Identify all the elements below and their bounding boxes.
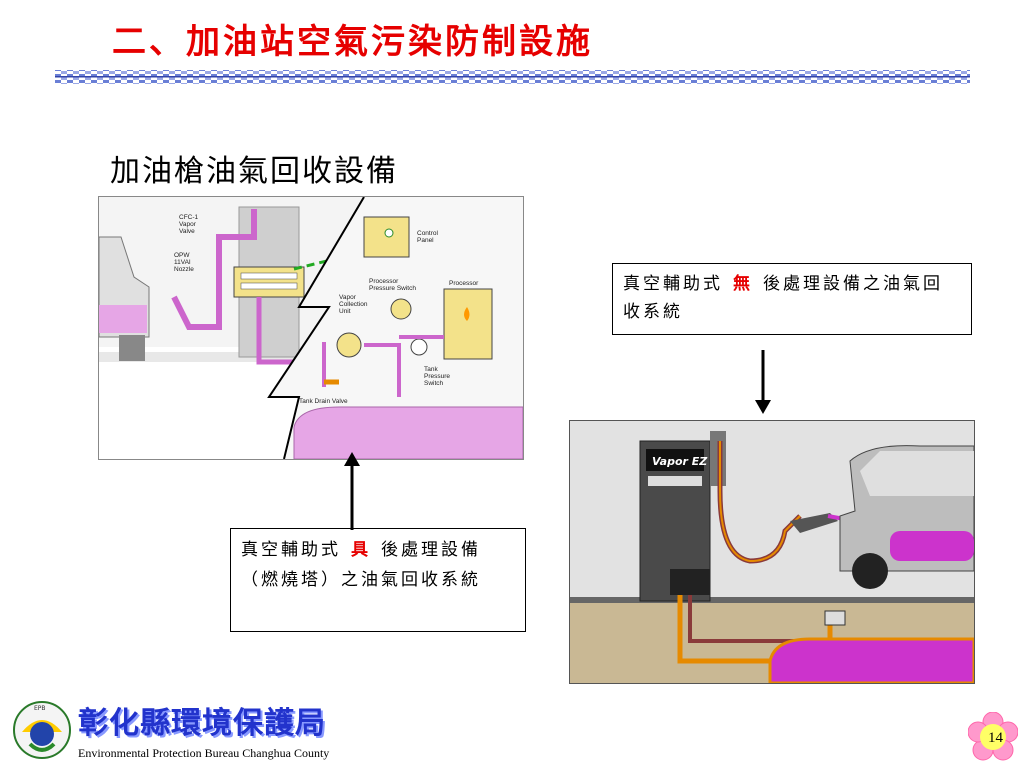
logo-text: EPB (34, 705, 46, 712)
slide-title: 二、加油站空氣污染防制設施 (112, 22, 593, 62)
callout-text-post: 後處理設備之油氣回收系統 (623, 274, 943, 322)
diagram-vapor-recovery-without-processor: Vapor EZ (569, 420, 975, 684)
callout-highlight: 無 (733, 274, 753, 294)
org-name-english: Environmental Protection Bureau Changhua… (78, 746, 330, 760)
title-divider (55, 70, 970, 84)
org-name-chinese: 彰化縣環境保護局 (78, 706, 326, 741)
callout-without-processor: 真空輔助式無後處理設備之油氣回收系統 (612, 263, 972, 335)
page-number: 14 (988, 730, 1003, 746)
section-subtitle: 加油槍油氣回收設備 (110, 154, 398, 189)
epb-logo-emblem: EPB (13, 701, 71, 759)
dispenser-brand: Vapor EZ (652, 455, 708, 468)
arrow-up-to-left-diagram (344, 452, 360, 530)
label-processor: Processor (449, 280, 479, 287)
callout-text-pre: 真空輔助式 (623, 274, 723, 294)
callout-text-post: 後處理設備（燃燒塔）之油氣回收系統 (241, 540, 481, 590)
arrow-down-to-right-diagram (755, 350, 771, 414)
callout-with-processor: 真空輔助式具後處理設備（燃燒塔）之油氣回收系統 (230, 528, 526, 632)
callout-highlight: 具 (351, 540, 371, 560)
label-tank-drain-valve: Tank Drain Valve (299, 398, 348, 405)
callout-text-pre: 真空輔助式 (241, 540, 341, 560)
page-number-badge (968, 712, 1018, 761)
